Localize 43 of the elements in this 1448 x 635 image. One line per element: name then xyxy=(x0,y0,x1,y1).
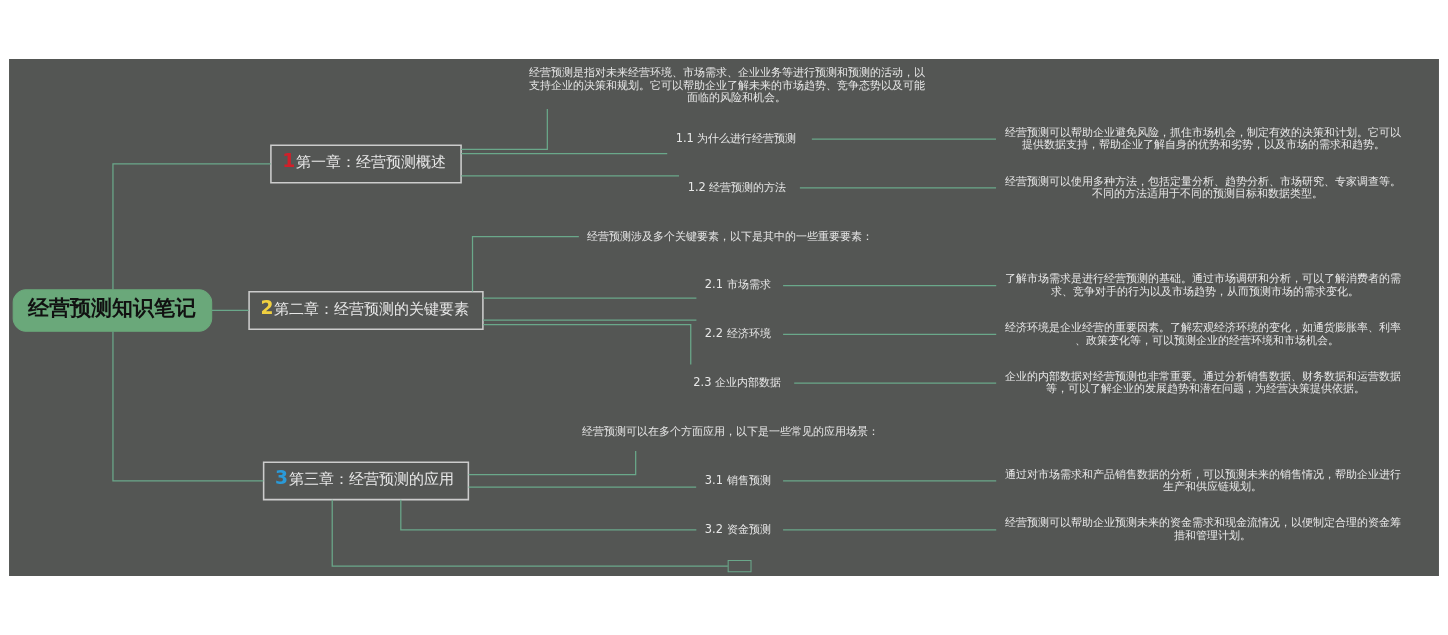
node-box: 3第三章：经营预测的应用 xyxy=(262,461,470,501)
connector xyxy=(460,152,668,155)
connector xyxy=(460,175,680,177)
connector xyxy=(482,319,698,321)
connector xyxy=(482,297,698,299)
connector xyxy=(782,529,997,531)
node-text: 经济环境是企业经营的重要因素。了解宏观经济环境的变化，如通货膨胀率、利率、政策变化等，可以预测企业的经营环境和市场机会。 xyxy=(1004,320,1401,347)
connector xyxy=(471,236,580,293)
node-text: 2.3 企业内部数据 xyxy=(693,375,782,390)
connector xyxy=(811,138,997,140)
connector xyxy=(482,324,692,365)
node-text: 2.2 经济环境 xyxy=(704,326,771,341)
node-box: 经营预测知识笔记 xyxy=(12,289,213,332)
connector xyxy=(331,499,729,567)
node-text: 经营预测可以在多个方面应用，以下是一些常见的应用场景： xyxy=(581,423,879,438)
connector xyxy=(782,480,997,482)
node-text: 经营预测可以使用多种方法，包括定量分析、趋势分析、市场研究、专家调查等。不同的方法适用于不同的预测目标和数据类型。 xyxy=(1004,173,1401,201)
node-text: 1.2 经营预测的方法 xyxy=(687,179,787,194)
connector xyxy=(799,187,997,189)
node-text: 经营预测可以帮助企业避免风险，抓住市场机会，制定有效的决策和计划。它可以提供数据支持，帮助企业了解自身的优势和劣势，以及市场的需求和趋势。 xyxy=(1004,124,1401,152)
connector xyxy=(793,382,997,384)
connector xyxy=(782,284,997,287)
connector xyxy=(400,499,697,531)
connector xyxy=(460,108,548,151)
node-text: 了解市场需求是进行经营预测的基础。通过市场调研和分析，可以了解消费者的需求、竞争对手的行为以及市场趋势，从而预测市场的需求变化。 xyxy=(1004,271,1401,298)
node-text: 经营预测是指对未来经营环境、市场需求、企业业务等进行预测和预测的活动，以支持企业的决策和规划。它可以帮助企业了解未来的市场趋势、竞争态势以及可能面临的风险和机会。 xyxy=(528,65,925,105)
connector xyxy=(782,333,997,335)
node-box: 2第二章：经营预测的关键要素 xyxy=(248,291,484,330)
node-box xyxy=(727,559,752,573)
node-box: 1第一章：经营预测概述 xyxy=(270,144,462,184)
node-text: 3.1 销售预测 xyxy=(704,472,771,487)
node-text: 经营预测涉及多个关键要素，以下是其中的一些重要要素： xyxy=(587,228,874,243)
connector xyxy=(467,486,697,488)
node-text: 1.1 为什么进行经营预测 xyxy=(675,130,797,145)
node-text: 3.2 资金预测 xyxy=(704,521,771,536)
node-text: 通过对市场需求和产品销售数据的分析，可以预测未来的销售情况，帮助企业进行生产和供应链规划。 xyxy=(1004,466,1401,494)
connector xyxy=(211,309,250,312)
connector xyxy=(468,450,637,476)
connector xyxy=(112,330,265,482)
node-text: 经营预测可以帮助企业预测未来的资金需求和现金流情况，以便制定合理的资金筹措和管理计划。 xyxy=(1004,515,1401,542)
node-text: 2.1 市场需求 xyxy=(704,277,771,292)
node-text: 企业的内部数据对经营预测也非常重要。通过分析销售数据、财务数据和运营数据等，可以了解企业的发展趋势和潜在问题，为经营决策提供依据。 xyxy=(1004,368,1401,396)
connector xyxy=(112,163,272,291)
